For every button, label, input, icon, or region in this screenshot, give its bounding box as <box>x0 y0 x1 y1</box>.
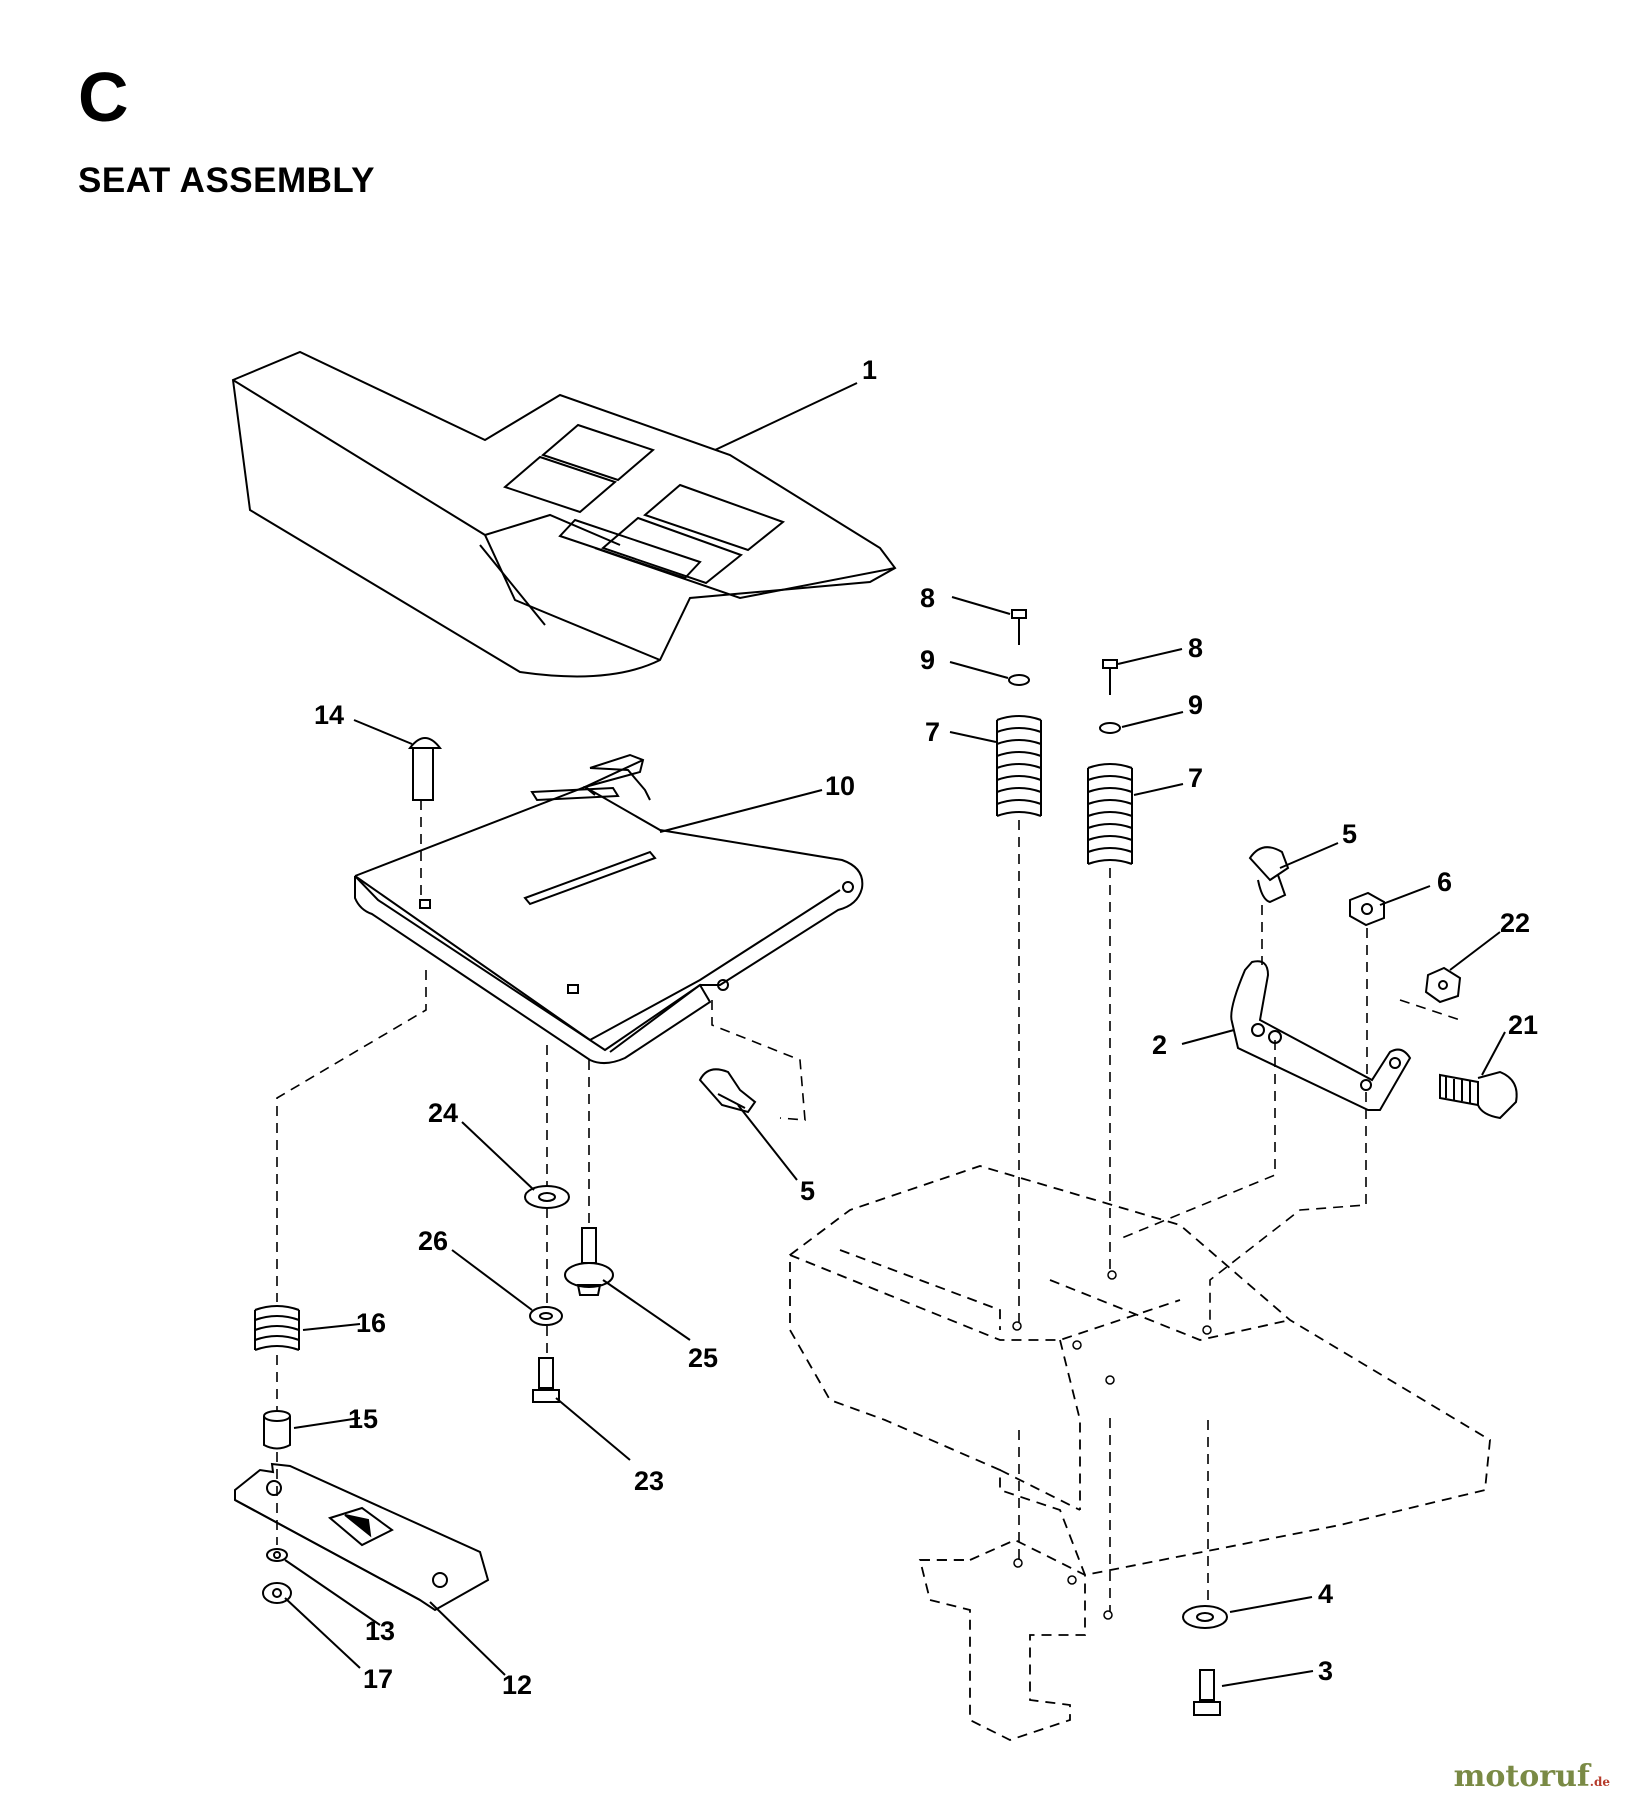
callout-7: 7 <box>925 717 940 747</box>
callout-26: 26 <box>418 1226 448 1256</box>
washer-part-26 <box>529 1306 563 1326</box>
spring-part-16 <box>254 1305 300 1351</box>
callout-7: 7 <box>1188 763 1203 793</box>
washer-part-4 <box>1182 1605 1228 1629</box>
frame-outline <box>789 1165 1491 1741</box>
callout-12: 12 <box>502 1670 532 1700</box>
nut-part-13 <box>266 1548 288 1562</box>
callout-22: 22 <box>1500 908 1530 938</box>
callout-9: 9 <box>920 645 935 675</box>
callout-5: 5 <box>1342 819 1357 849</box>
callout-15: 15 <box>348 1404 378 1434</box>
callout-17: 17 <box>363 1664 393 1694</box>
spring-stack-right <box>1087 659 1133 865</box>
callout-16: 16 <box>356 1308 386 1338</box>
section-letter: C <box>78 58 129 136</box>
spring-stack-left <box>996 609 1042 817</box>
alignment-lines <box>276 800 1461 1612</box>
plate-part-12 <box>234 1462 490 1612</box>
leader-lines <box>284 382 1506 1687</box>
callout-8: 8 <box>920 583 935 613</box>
knob-part-upper <box>1248 846 1290 904</box>
callout-5: 5 <box>800 1176 815 1206</box>
callout-13: 13 <box>365 1616 395 1646</box>
callout-10: 10 <box>825 771 855 801</box>
callout-9: 9 <box>1188 690 1203 720</box>
nut-part <box>1349 891 1385 927</box>
callout-1: 1 <box>862 355 877 385</box>
bolt-part-23 <box>532 1357 560 1403</box>
callout-21: 21 <box>1508 1010 1538 1040</box>
callout-14: 14 <box>314 700 344 730</box>
callout-2: 2 <box>1152 1030 1167 1060</box>
watermark-logo: motoruf.de <box>1454 1762 1610 1792</box>
callout-3: 3 <box>1318 1656 1333 1686</box>
seat-part <box>231 350 897 678</box>
callout-6: 6 <box>1437 867 1452 897</box>
bolt-part-3 <box>1193 1669 1221 1716</box>
washer-part-22 <box>1424 966 1462 1004</box>
bolt-part-21 <box>1439 1070 1518 1120</box>
watermark-text: motoruf <box>1453 1759 1590 1794</box>
carriage-bolt-part <box>407 737 443 801</box>
bracket-part <box>1230 960 1412 1111</box>
spacer-part-15 <box>263 1410 291 1450</box>
bolt-part-25 <box>564 1227 614 1296</box>
callout-24: 24 <box>428 1098 458 1128</box>
callout-23: 23 <box>634 1466 664 1496</box>
callout-4: 4 <box>1318 1579 1333 1609</box>
watermark-suffix: .de <box>1589 1775 1610 1789</box>
knob-part-lower <box>698 1068 757 1114</box>
seat-pan-part <box>354 753 864 1064</box>
washer-part-24 <box>524 1185 570 1209</box>
callout-25: 25 <box>688 1343 718 1373</box>
callout-8: 8 <box>1188 633 1203 663</box>
page-title: SEAT ASSEMBLY <box>78 161 375 200</box>
nut-part-17 <box>262 1582 292 1604</box>
